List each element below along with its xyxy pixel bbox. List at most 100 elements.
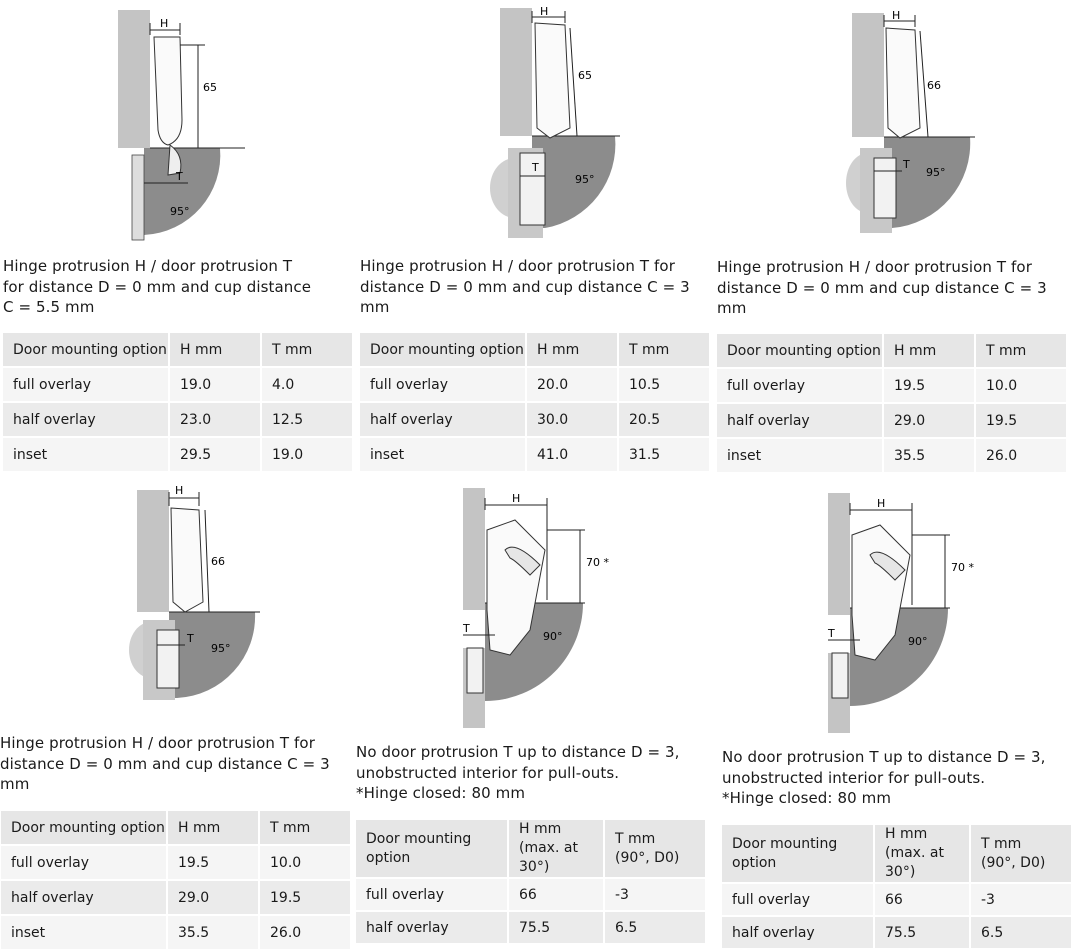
cell: half overlay [360, 401, 526, 437]
cabinet-wall [852, 13, 884, 137]
cell: 75.5 [507, 910, 604, 943]
dim-h-label: H [160, 17, 168, 30]
door-panel [131, 154, 145, 241]
hinge-diagram-2: H 65 T 95° [490, 5, 620, 238]
angle-label: 90° [908, 635, 928, 648]
hinge-arm [534, 22, 571, 139]
door-panel [466, 647, 484, 694]
hinge-diagram-1: H 65 T 95° [118, 10, 245, 241]
spec-table-3: Door mounting option H mm T mm full over… [717, 334, 1066, 472]
col-header: T mm (90°, D0) [603, 820, 705, 879]
cell: 66 [507, 877, 604, 911]
dim-height-label: 65 [578, 69, 592, 82]
cell: 26.0 [258, 914, 350, 949]
hinge-arm [851, 524, 911, 661]
col-header: H mm (max. at 30°) [507, 820, 604, 879]
dim-t-label: T [531, 161, 539, 174]
col-header: H mm [168, 333, 261, 368]
cabinet-wall [500, 8, 532, 136]
spec-table-6: Door mounting option H mm (max. at 30°) … [722, 825, 1071, 948]
door-panel [831, 652, 849, 699]
cell: full overlay [356, 877, 508, 911]
cell: half overlay [717, 402, 883, 438]
cabinet-wall [828, 493, 850, 615]
cell: 41.0 [525, 436, 618, 471]
dim-height-label: 65 [203, 81, 217, 94]
cell: 31.5 [617, 436, 709, 471]
col-header: Door mounting option [3, 333, 169, 368]
cell: 29.0 [166, 879, 259, 915]
cell: inset [1, 914, 167, 949]
hinge-arm [486, 519, 546, 656]
dim-h-label: H [877, 497, 885, 510]
col-header: Door mounting option [717, 334, 883, 369]
cell: 19.5 [974, 402, 1066, 438]
col-header: T mm [617, 333, 709, 368]
cell: half overlay [722, 915, 874, 948]
dim-h-label: H [540, 5, 548, 18]
door-swing-area [169, 612, 256, 698]
dim-height-label: 70 * [586, 556, 609, 569]
dim-h-label: H [892, 9, 900, 22]
col-header: T mm [974, 334, 1066, 369]
col-header: T mm [258, 811, 350, 846]
cell: inset [360, 436, 526, 471]
dim-height-label: 70 * [951, 561, 974, 574]
cell: 19.5 [166, 844, 259, 880]
cell: 19.0 [168, 366, 261, 402]
col-header: Door mounting option [360, 333, 526, 368]
cell: full overlay [717, 367, 883, 403]
door-swing-area [532, 136, 616, 228]
header-text: Door mounting option [732, 835, 838, 871]
spec-table-4: Door mounting option H mm T mm full over… [1, 811, 350, 949]
caption-5: No door protrusion T up to distance D = … [356, 743, 680, 802]
hinge-diagram-5: H 70 * T 90° [462, 488, 609, 728]
angle-label: 95° [575, 173, 595, 186]
cell: 6.5 [969, 915, 1071, 948]
cell: inset [3, 436, 169, 471]
cell: 75.5 [873, 915, 970, 948]
hinge-arm [153, 36, 183, 146]
col-header: H mm [166, 811, 259, 846]
cell: 23.0 [168, 401, 261, 437]
cell: 10.0 [974, 367, 1066, 403]
cell: 19.5 [258, 879, 350, 915]
cabinet-wall [137, 490, 169, 612]
angle-label: 95° [211, 642, 231, 655]
dim-t-label: T [827, 627, 835, 640]
spec-table-5: Door mounting option H mm (max. at 30°) … [356, 820, 705, 943]
header-text: Door mounting option [366, 830, 472, 866]
col-header: Door mounting option [356, 820, 508, 879]
caption-2: Hinge protrusion H / door protrusion T f… [360, 257, 690, 316]
cell: 19.0 [260, 436, 352, 471]
cell: 35.5 [166, 914, 259, 949]
door-swing-area [144, 148, 221, 235]
hinge-arm [170, 507, 204, 613]
dim-height-label: 66 [211, 555, 225, 568]
cell: half overlay [1, 879, 167, 915]
col-header: H mm [525, 333, 618, 368]
door-swing-area [884, 137, 971, 228]
cell: half overlay [356, 910, 508, 943]
hinge-diagram-4: H 66 T 95° [129, 484, 260, 700]
cell: full overlay [360, 366, 526, 402]
dim-height-label: 66 [927, 79, 941, 92]
hinge-arm [885, 27, 921, 139]
cell: 4.0 [260, 366, 352, 402]
cell: 66 [873, 882, 970, 916]
cell: full overlay [1, 844, 167, 880]
spec-table-1: Door mounting option H mm T mm full over… [3, 333, 352, 471]
dim-t-label: T [186, 632, 194, 645]
col-header: H mm [882, 334, 975, 369]
cell: 26.0 [974, 437, 1066, 472]
